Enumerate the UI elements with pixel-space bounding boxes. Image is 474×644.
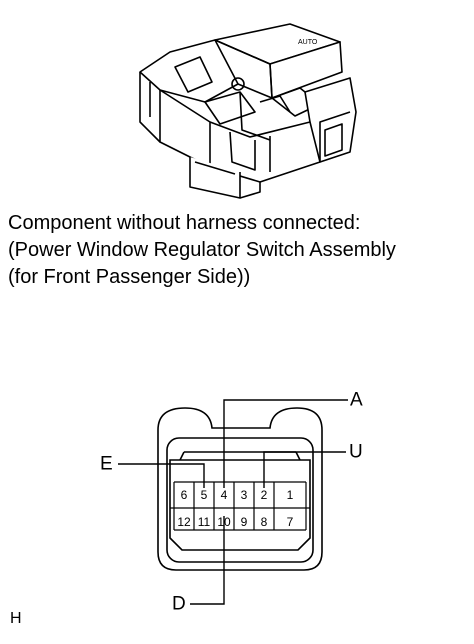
callout-u-label: U bbox=[349, 442, 363, 463]
caption-line-2: (Power Window Regulator Switch Assembly bbox=[8, 239, 396, 261]
pin-5: 5 bbox=[201, 488, 208, 502]
callout-d-line bbox=[190, 516, 225, 605]
callout-e-line bbox=[118, 463, 205, 488]
pin-9: 9 bbox=[241, 515, 248, 529]
connector-diagram: 6 5 4 3 2 1 12 11 10 9 8 7 A U E D bbox=[100, 390, 363, 615]
callout-e-label: E bbox=[100, 454, 113, 475]
pin-3: 3 bbox=[241, 488, 248, 502]
caption-line-1: Component without harness connected: bbox=[8, 212, 361, 234]
callout-u-line bbox=[263, 451, 346, 488]
pin-2: 2 bbox=[261, 488, 268, 502]
connector-inner-frame bbox=[166, 437, 314, 563]
pin-7: 7 bbox=[287, 515, 294, 529]
switch-assembly-illustration: AUTO bbox=[139, 23, 357, 199]
pin-11: 11 bbox=[198, 515, 211, 529]
callout-a-line bbox=[223, 399, 348, 488]
callout-a-label: A bbox=[350, 390, 363, 411]
pin-12: 12 bbox=[177, 515, 191, 529]
caption-line-3: (for Front Passenger Side)) bbox=[8, 266, 251, 288]
pin-4: 4 bbox=[221, 488, 228, 502]
callout-d-label: D bbox=[172, 594, 186, 615]
pin-1: 1 bbox=[287, 488, 294, 502]
pin-8: 8 bbox=[261, 515, 268, 529]
pin-6: 6 bbox=[181, 488, 188, 502]
switch-stamp: AUTO bbox=[298, 39, 318, 46]
terminal-block bbox=[169, 459, 311, 551]
figure-code: H bbox=[10, 610, 22, 627]
connector-outer-shell bbox=[157, 407, 323, 571]
component-caption: Component without harness connected: (Po… bbox=[8, 210, 474, 291]
